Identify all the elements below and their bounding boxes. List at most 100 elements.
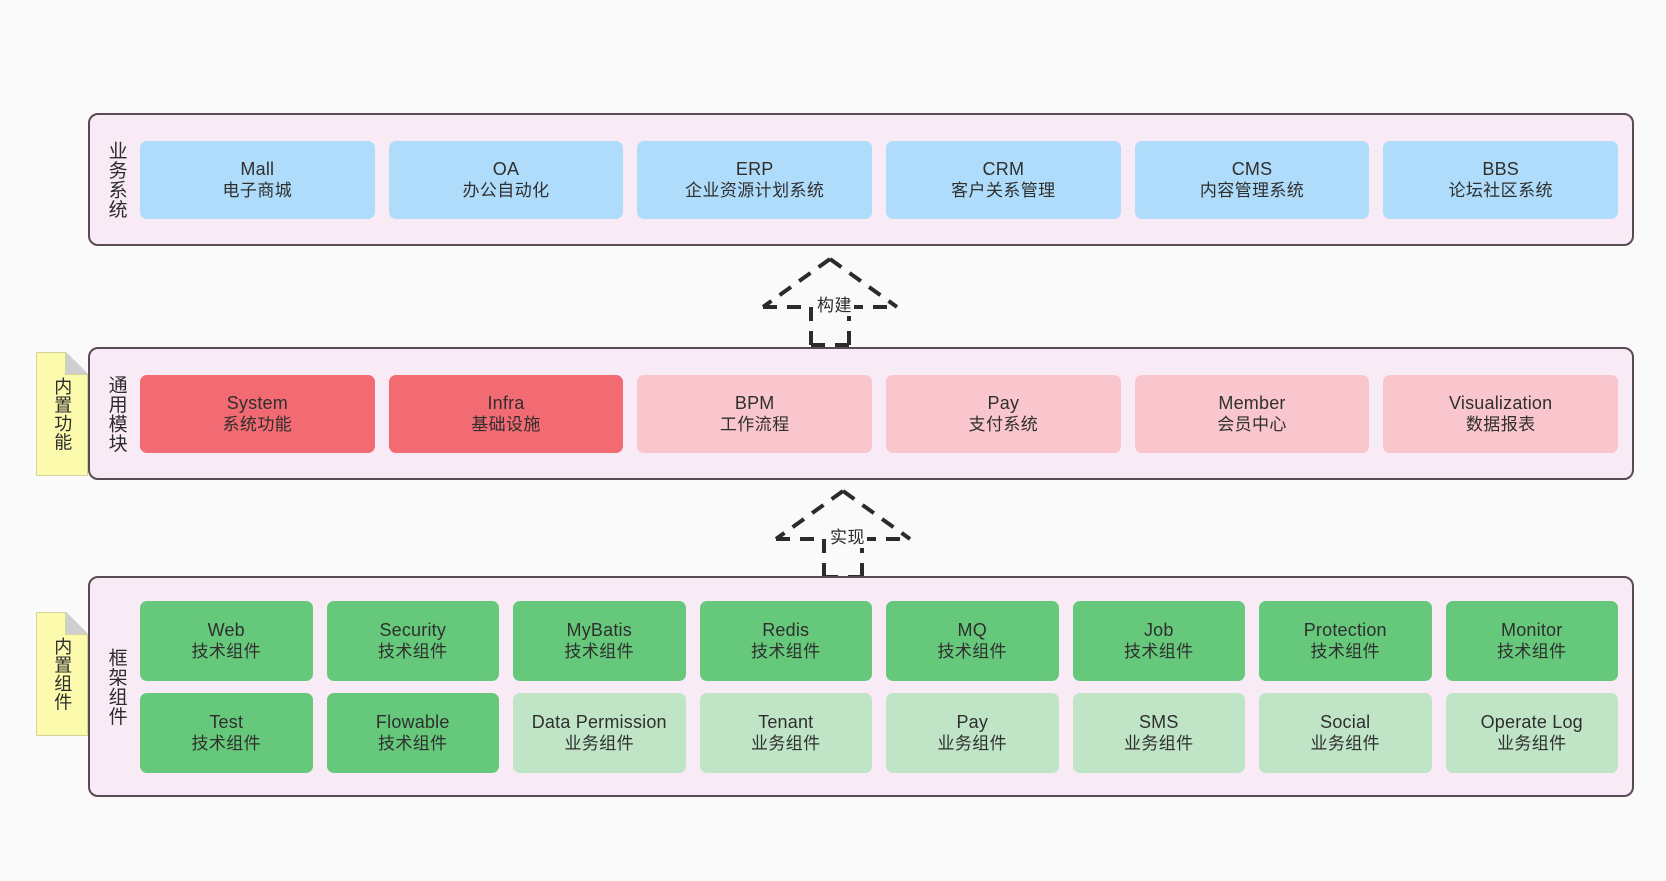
card-title-cn: 技术组件 bbox=[1496, 642, 1567, 662]
card-title-en: Test bbox=[209, 711, 244, 732]
card-title-en: Social bbox=[1320, 711, 1371, 732]
card-title-en: CRM bbox=[982, 158, 1025, 179]
card-title-en: Infra bbox=[487, 392, 525, 413]
layer-title-common-module: 通用模块 bbox=[105, 374, 127, 453]
card-title-en: Job bbox=[1143, 619, 1174, 640]
note-builtin-function-label: 内置功能 bbox=[52, 377, 73, 451]
card-title-cn: 业务组件 bbox=[750, 734, 821, 754]
card-title-cn: 基础设施 bbox=[471, 415, 541, 435]
card-title-en: BPM bbox=[734, 392, 775, 413]
connector-build-label: 构建 bbox=[815, 291, 854, 316]
card-title-en: Tenant bbox=[758, 711, 814, 732]
connector-realize: 实现 bbox=[768, 487, 918, 579]
card-title-cn: 企业资源计划系统 bbox=[685, 181, 825, 201]
build-arrowhead-left bbox=[761, 257, 832, 309]
card-title-cn: 业务组件 bbox=[564, 734, 635, 754]
card-title-cn: 技术组件 bbox=[191, 734, 262, 754]
card-title-cn: 内容管理系统 bbox=[1199, 181, 1305, 201]
card-title-cn: 工作流程 bbox=[719, 415, 790, 435]
layer-title-framework-component: 框架组件 bbox=[105, 647, 127, 726]
realize-arrowhead-left bbox=[774, 489, 845, 541]
card-title-en: ERP bbox=[735, 158, 774, 179]
card-title-cn: 技术组件 bbox=[191, 642, 262, 662]
card-title-en: Data Permission bbox=[531, 711, 667, 732]
note-builtin-component: 内置组件 bbox=[36, 612, 88, 736]
card-title-cn: 业务组件 bbox=[1310, 734, 1381, 754]
card-title-en: Monitor bbox=[1501, 619, 1563, 640]
card-title-cn: 业务组件 bbox=[937, 734, 1008, 754]
card-title-en: Pay bbox=[987, 392, 1020, 413]
card-title-en: Pay bbox=[956, 711, 989, 732]
realize-arrowhead-right bbox=[841, 489, 912, 541]
card-title-cn: 系统功能 bbox=[222, 415, 293, 435]
card-title-cn: 办公自动化 bbox=[462, 181, 550, 201]
card-title-cn: 技术组件 bbox=[1123, 642, 1194, 662]
card-title-en: Web bbox=[207, 619, 245, 640]
card-title-cn: 技术组件 bbox=[377, 642, 448, 662]
card-title-cn: 技术组件 bbox=[564, 642, 635, 662]
card-title-en: Operate Log bbox=[1480, 711, 1583, 732]
card-title-en: SMS bbox=[1138, 711, 1179, 732]
build-arrowhead-right bbox=[828, 257, 899, 309]
card-title-cn: 客户关系管理 bbox=[951, 181, 1056, 201]
note-builtin-function: 内置功能 bbox=[36, 352, 88, 476]
card-title-cn: 技术组件 bbox=[377, 734, 448, 754]
card-title-cn: 业务组件 bbox=[1496, 734, 1567, 754]
card-title-en: Security bbox=[379, 619, 447, 640]
card-title-en: BBS bbox=[1482, 158, 1519, 179]
card-title-en: Protection bbox=[1303, 619, 1387, 640]
card-title-en: Redis bbox=[762, 619, 810, 640]
card-title-cn: 技术组件 bbox=[750, 642, 821, 662]
card-title-en: Flowable bbox=[375, 711, 450, 732]
card-title-en: MyBatis bbox=[566, 619, 632, 640]
card-title-en: CMS bbox=[1231, 158, 1273, 179]
card-title-en: MQ bbox=[957, 619, 987, 640]
connector-build: 构建 bbox=[755, 255, 905, 347]
card-title-cn: 业务组件 bbox=[1123, 734, 1194, 754]
card-title-cn: 论坛社区系统 bbox=[1448, 181, 1553, 201]
card-title-cn: 会员中心 bbox=[1217, 415, 1287, 435]
card-title-cn: 支付系统 bbox=[968, 415, 1039, 435]
card-title-cn: 电子商城 bbox=[222, 181, 293, 201]
card-title-cn: 技术组件 bbox=[1310, 642, 1381, 662]
connector-realize-label: 实现 bbox=[828, 523, 867, 548]
